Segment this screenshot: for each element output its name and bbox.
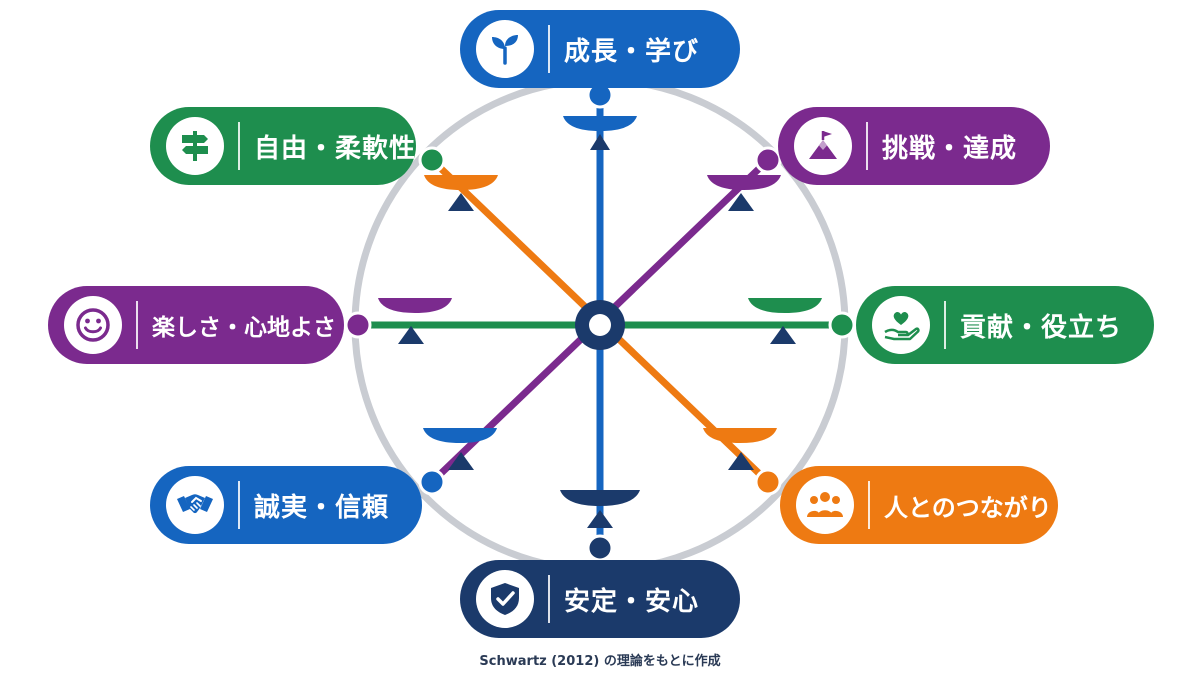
value-pill-freedom: 自由・柔軟性 bbox=[150, 107, 416, 185]
value-pill-contribution: 貢献・役立ち bbox=[856, 286, 1154, 364]
center-hub-inner bbox=[589, 314, 611, 336]
value-label-security: 安定・安心 bbox=[564, 586, 700, 617]
pill-divider bbox=[944, 301, 946, 349]
balance-scale-bottom-left bbox=[423, 428, 497, 470]
value-pill-integrity: 誠実・信頼 bbox=[150, 466, 422, 544]
balance-scale-bottom-right bbox=[703, 428, 777, 470]
pill-divider bbox=[238, 122, 240, 170]
mountain-flag-icon bbox=[794, 117, 852, 175]
dot-bottom-right bbox=[754, 468, 782, 496]
people-group-icon bbox=[796, 476, 854, 534]
balance-scale-bottom bbox=[560, 490, 640, 528]
dot-top-left bbox=[418, 146, 446, 174]
value-pill-security: 安定・安心 bbox=[460, 560, 740, 638]
value-pill-connection: 人とのつながり bbox=[780, 466, 1058, 544]
value-label-challenge: 挑戦・達成 bbox=[882, 133, 1018, 164]
balance-scale-top-left bbox=[424, 175, 498, 211]
dot-right bbox=[828, 311, 856, 339]
value-label-enjoyment: 楽しさ・心地よさ bbox=[152, 315, 336, 341]
signpost-icon bbox=[166, 117, 224, 175]
pill-divider bbox=[548, 25, 550, 73]
handshake-icon bbox=[166, 476, 224, 534]
balance-scale-right bbox=[748, 298, 822, 344]
pill-divider bbox=[866, 122, 868, 170]
pill-divider bbox=[868, 481, 870, 529]
sprout-icon bbox=[476, 20, 534, 78]
shield-check-icon bbox=[476, 570, 534, 628]
dot-top-right bbox=[754, 146, 782, 174]
pill-divider bbox=[238, 481, 240, 529]
value-pill-challenge: 挑戦・達成 bbox=[778, 107, 1050, 185]
value-pill-growth: 成長・学び bbox=[460, 10, 740, 88]
value-label-freedom: 自由・柔軟性 bbox=[254, 133, 417, 164]
value-label-contribution: 貢献・役立ち bbox=[960, 312, 1123, 343]
value-pill-enjoyment: 楽しさ・心地よさ bbox=[48, 286, 344, 364]
heart-hand-icon bbox=[872, 296, 930, 354]
source-caption: Schwartz (2012) の理論をもとに作成 bbox=[479, 654, 721, 669]
dot-bottom bbox=[586, 534, 614, 562]
smile-icon bbox=[64, 296, 122, 354]
value-label-connection: 人とのつながり bbox=[884, 493, 1052, 522]
balance-scale-top-right bbox=[707, 175, 781, 211]
value-label-integrity: 誠実・信頼 bbox=[254, 492, 390, 523]
dot-left bbox=[344, 311, 372, 339]
balance-scale-left bbox=[378, 298, 452, 344]
value-label-growth: 成長・学び bbox=[564, 36, 700, 67]
pill-divider bbox=[136, 301, 138, 349]
pill-divider bbox=[548, 575, 550, 623]
dot-bottom-left bbox=[418, 468, 446, 496]
balance-scale-top bbox=[563, 116, 637, 150]
